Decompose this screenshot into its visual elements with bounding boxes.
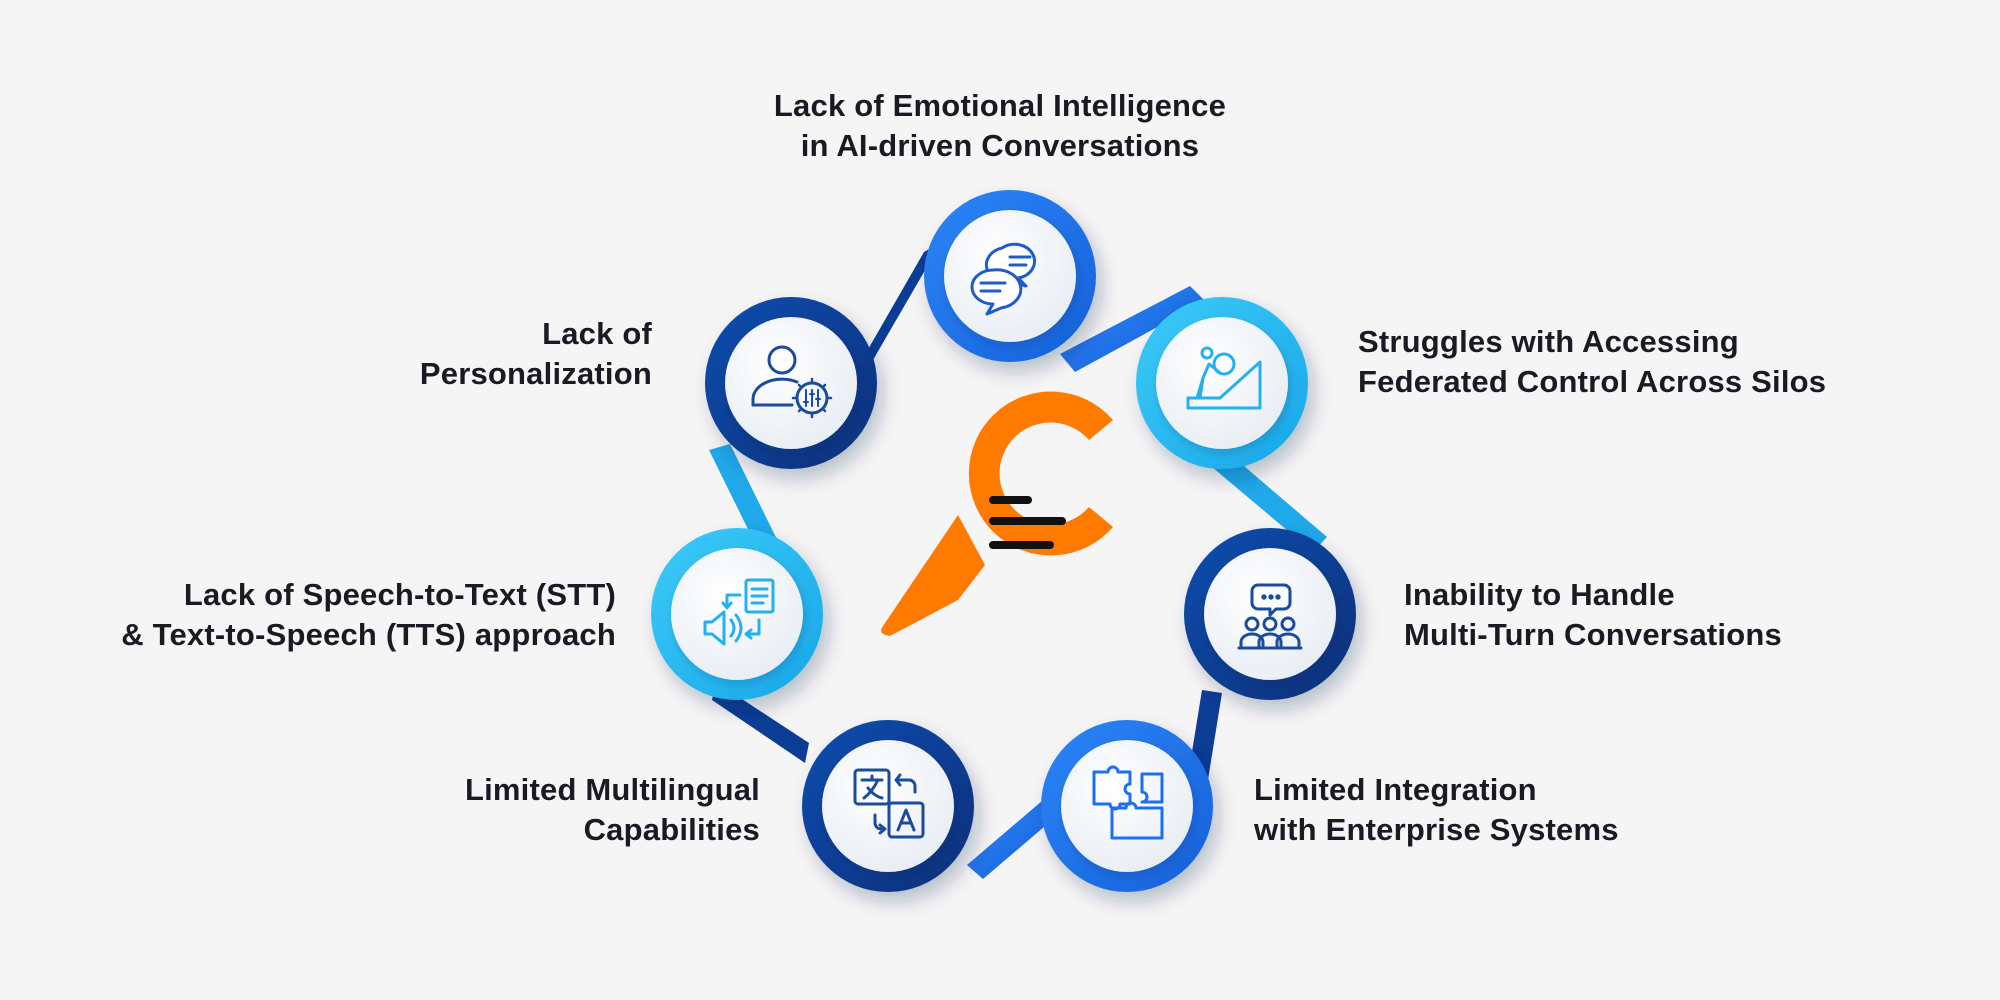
label-line: Lack of Speech-to-Text (STT) — [183, 577, 616, 612]
label-line: Inability to Handle — [1404, 577, 1675, 612]
group-discussion-icon — [1237, 583, 1303, 650]
label-line: Federated Control Across Silos — [1358, 364, 1827, 399]
label-speech: Lack of Speech-to-Text (STT) & Text-to-S… — [121, 575, 616, 655]
label-multi-turn: Inability to Handle Multi-Turn Conversat… — [1404, 575, 1782, 655]
puzzle-icon — [1092, 765, 1164, 840]
chat-bubbles-icon — [970, 242, 1036, 316]
label-emotional-intelligence: Lack of Emotional Intelligence in AI-dri… — [720, 86, 1280, 166]
disc-personalization — [725, 317, 857, 449]
ribbon-personalization-emotional — [855, 241, 942, 372]
ribbon-emotional-federated — [1060, 286, 1205, 372]
user-settings-icon — [751, 345, 833, 419]
label-enterprise-integration: Limited Integration with Enterprise Syst… — [1254, 770, 1619, 850]
ribbon-multilingual-speech — [712, 682, 809, 763]
label-line: Limited Integration — [1254, 772, 1537, 807]
speech-to-text-icon — [703, 578, 775, 646]
label-line: in AI-driven Conversations — [800, 128, 1200, 163]
label-line: Limited Multilingual — [464, 772, 760, 807]
label-line: Struggles with Accessing — [1358, 324, 1739, 359]
label-federated-control: Struggles with Accessing Federated Contr… — [1358, 322, 1826, 402]
label-line: Multi-Turn Conversations — [1404, 617, 1782, 652]
label-line: & Text-to-Speech (TTS) approach — [121, 617, 616, 652]
label-line: Lack of Emotional Intelligence — [773, 88, 1227, 123]
search-logo-icon — [881, 391, 1113, 636]
label-line: Personalization — [419, 356, 652, 391]
climber-icon — [1186, 346, 1262, 410]
label-line: Lack of — [542, 316, 652, 351]
label-line: Capabilities — [583, 812, 760, 847]
translate-icon — [853, 768, 925, 839]
label-line: with Enterprise Systems — [1254, 812, 1619, 847]
disc-federated — [1156, 317, 1288, 449]
label-multilingual: Limited Multilingual Capabilities — [465, 770, 760, 850]
label-personalization: Lack of Personalization — [420, 314, 652, 394]
